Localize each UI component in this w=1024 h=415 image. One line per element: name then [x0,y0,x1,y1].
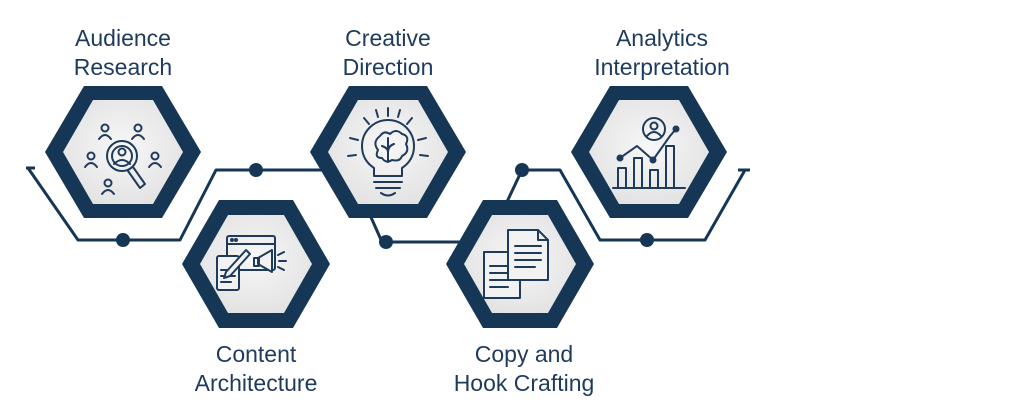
content-megaphone-icon [216,235,287,291]
connector-dot [640,233,654,247]
step-title-line: Interpretation [594,54,730,80]
connector-line [26,167,747,244]
analytics-chart-icon [612,117,686,189]
connector-dot [116,233,130,247]
step-title-line: Architecture [194,370,318,396]
step-title-line: Creative [345,25,431,51]
audience-search-icon [84,123,162,195]
step-title-line: Analytics [615,25,709,51]
step-title-line: Copy and [474,341,574,367]
step-title-line: Content [215,341,297,367]
hexagon-content-architecture [182,200,330,328]
hexagon-analytics-interpretation [571,86,727,218]
step-title-line: Direction [342,54,434,80]
step-title-line: Research [73,54,173,80]
connector-dot [249,163,263,177]
step-label-content-architecture: Content Architecture [146,340,366,398]
hexagon-audience-research [45,86,201,218]
step-label-analytics-interpretation: Analytics Interpretation [552,24,772,82]
step-label-creative-direction: Creative Direction [278,24,498,82]
documents-icon [483,229,549,299]
connector-dot [379,235,393,249]
step-title-line: Audience [75,25,171,51]
connector-dot [515,163,529,177]
step-title-line: Hook Crafting [453,370,595,396]
lightbulb-brain-icon [347,107,429,197]
step-label-audience-research: Audience Research [13,24,233,82]
step-label-copy-hook-crafting: Copy and Hook Crafting [414,340,634,398]
